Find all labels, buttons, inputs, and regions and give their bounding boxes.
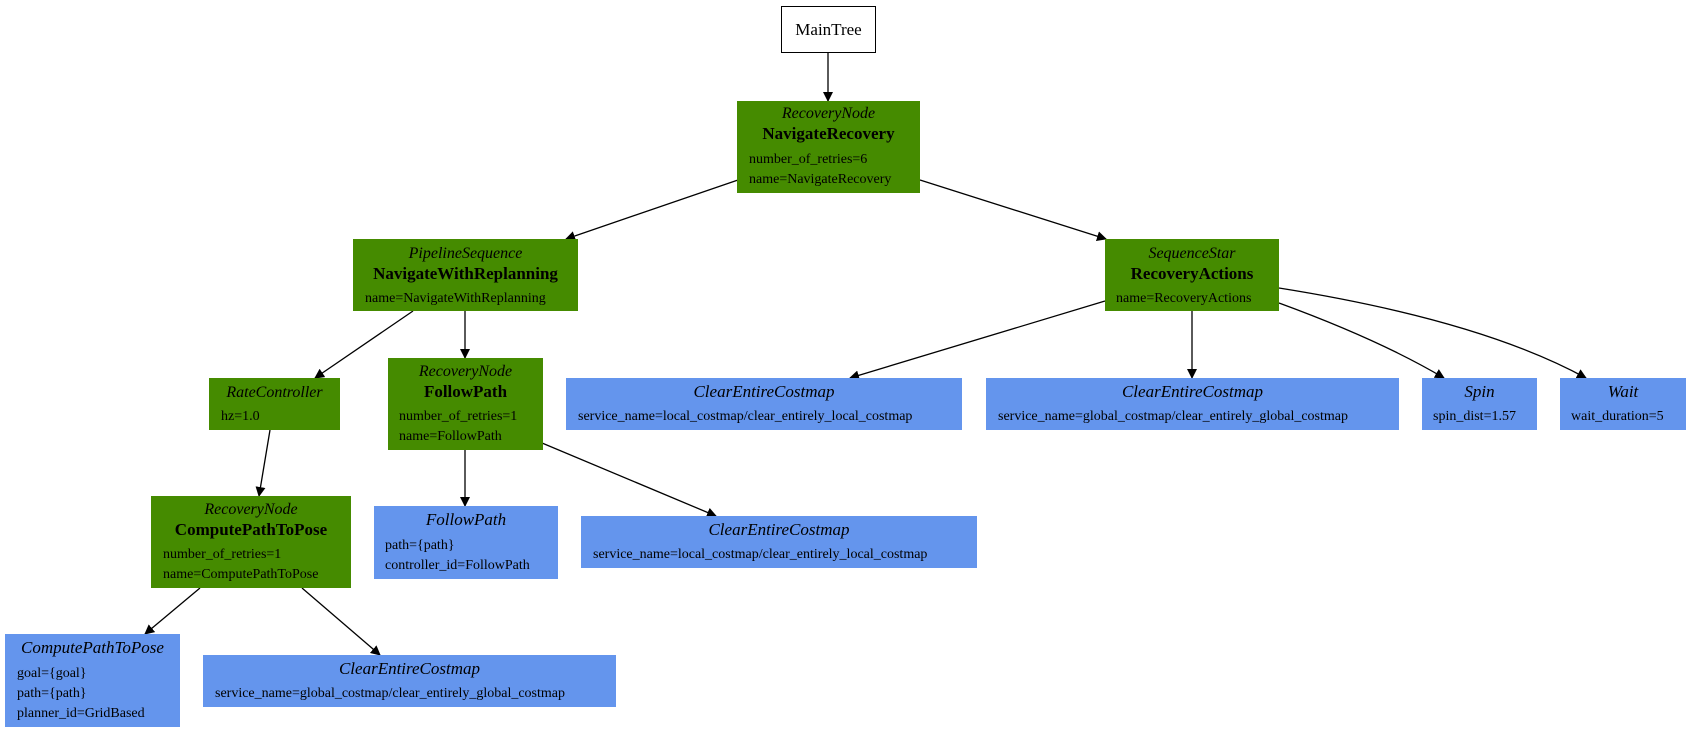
node-param: name=FollowPath xyxy=(399,429,502,444)
compute-path-to-pose-node: ComputePathToPose goal={goal} path={path… xyxy=(5,634,180,727)
node-param: name=NavigateWithReplanning xyxy=(365,291,546,306)
node-type: RecoveryNode xyxy=(204,501,298,518)
node-type: RecoveryNode xyxy=(418,363,513,380)
node-name: NavigateWithReplanning xyxy=(373,264,558,283)
clear-global-recovery-node: ClearEntireCostmap service_name=global_c… xyxy=(986,378,1399,430)
node-name: ComputePathToPose xyxy=(174,520,328,539)
node-type: SequenceStar xyxy=(1148,245,1236,262)
node-type: PipelineSequence xyxy=(408,245,523,262)
node-param: number_of_retries=1 xyxy=(163,547,282,562)
node-param: name=RecoveryActions xyxy=(1116,291,1252,306)
clear-local-recovery-node: ClearEntireCostmap service_name=local_co… xyxy=(566,378,962,430)
edge-recoveryactions-wait xyxy=(1278,287,1587,379)
node-param: spin_dist=1.57 xyxy=(1433,409,1516,424)
node-param: number_of_retries=6 xyxy=(749,152,868,167)
node-param: service_name=global_costmap/clear_entire… xyxy=(998,409,1348,424)
node-type: Spin xyxy=(1464,382,1495,401)
node-type: RecoveryNode xyxy=(781,105,876,122)
edge-followpathrecovery-clearlocal xyxy=(541,442,717,518)
node-name: NavigateRecovery xyxy=(762,124,895,143)
node-type: ComputePathToPose xyxy=(21,638,164,657)
node-param: path={path} xyxy=(385,538,455,553)
wait-node: Wait wait_duration=5 xyxy=(1560,378,1686,430)
node-param: service_name=local_costmap/clear_entirel… xyxy=(578,409,913,424)
clear-global-compute-node: ClearEntireCostmap service_name=global_c… xyxy=(203,655,616,707)
node-type: RateController xyxy=(226,384,323,401)
rate-controller-node: RateController hz=1.0 xyxy=(209,378,340,430)
node-param: controller_id=FollowPath xyxy=(385,558,530,573)
node-type: Wait xyxy=(1607,382,1639,401)
maintree-node: MainTree xyxy=(781,6,876,53)
edge-replanning-ratecontroller xyxy=(314,310,414,379)
navigate-recovery-node: RecoveryNode NavigateRecovery number_of_… xyxy=(737,101,920,193)
node-name: FollowPath xyxy=(423,382,508,401)
node-type: ClearEntireCostmap xyxy=(338,659,481,678)
node-param: name=NavigateRecovery xyxy=(749,172,892,187)
edge-ratecontroller-computepath xyxy=(255,429,271,497)
node-param: goal={goal} xyxy=(17,666,87,681)
node-name: RecoveryActions xyxy=(1130,264,1254,283)
follow-path-recovery-node: RecoveryNode FollowPath number_of_retrie… xyxy=(388,358,543,450)
edge-navigaterecovery-recoveryactions xyxy=(919,179,1107,242)
node-type: ClearEntireCostmap xyxy=(693,382,835,401)
edge-recoveryactions-clearlocal xyxy=(849,300,1106,381)
node-param: service_name=global_costmap/clear_entire… xyxy=(215,686,565,701)
recovery-actions-node: SequenceStar RecoveryActions name=Recove… xyxy=(1105,239,1279,311)
edge-recoveryactions-spin xyxy=(1278,302,1445,379)
clear-local-follow-node: ClearEntireCostmap service_name=local_co… xyxy=(581,516,977,568)
follow-path-action-node: FollowPath path={path} controller_id=Fol… xyxy=(374,506,558,579)
node-param: wait_duration=5 xyxy=(1571,409,1664,424)
edge-navigaterecovery-replanning xyxy=(565,179,739,241)
node-param: name=ComputePathToPose xyxy=(163,567,319,582)
navigate-with-replanning-node: PipelineSequence NavigateWithReplanning … xyxy=(353,239,578,311)
node-param: number_of_retries=1 xyxy=(399,409,518,424)
node-param: planner_id=GridBased xyxy=(17,706,145,721)
edge-computepath-action xyxy=(144,587,201,635)
spin-node: Spin spin_dist=1.57 xyxy=(1422,378,1537,430)
node-type: FollowPath xyxy=(425,510,507,529)
maintree-label: MainTree xyxy=(795,19,862,39)
node-param: hz=1.0 xyxy=(221,409,260,424)
node-type: ClearEntireCostmap xyxy=(1121,382,1264,401)
edge-computepath-clearglobal xyxy=(301,587,381,656)
node-param: service_name=local_costmap/clear_entirel… xyxy=(593,547,928,562)
node-type: ClearEntireCostmap xyxy=(708,520,850,539)
node-param: path={path} xyxy=(17,686,87,701)
compute-path-recovery-node: RecoveryNode ComputePathToPose number_of… xyxy=(151,496,351,588)
